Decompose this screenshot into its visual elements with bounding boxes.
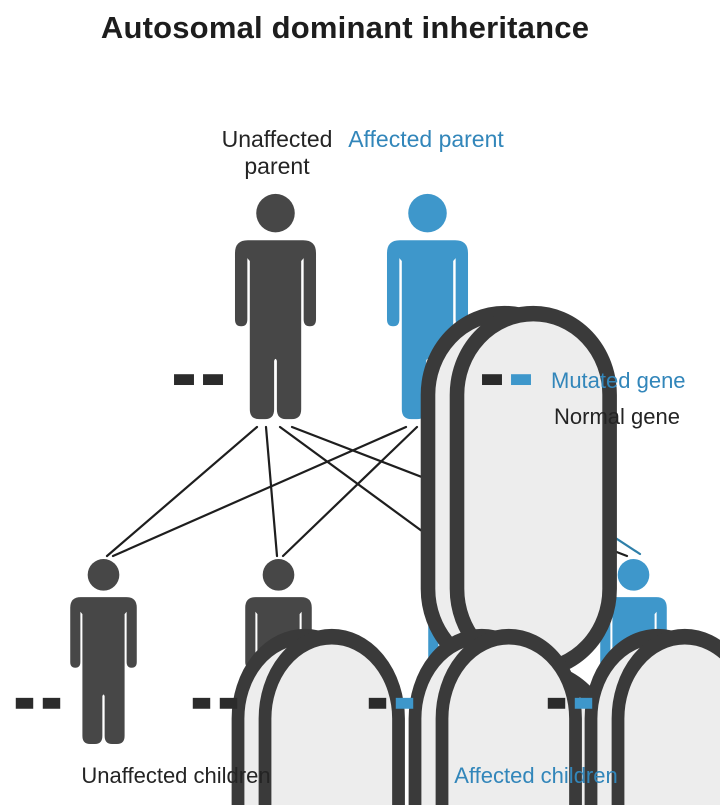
normal-gene-band [15, 697, 34, 709]
chromosome-icon [368, 637, 720, 805]
chromosome-icon [574, 697, 593, 709]
chromosome-pairs [15, 314, 720, 805]
unaffected-parent-chromosome-pair [174, 314, 610, 805]
unaffected-child-1-chromosome-pair [15, 637, 399, 805]
normal-gene-band [203, 374, 223, 386]
inheritance-line-affected-parent-to-unaffected-child-1 [111, 425, 408, 558]
normal-gene-band [174, 374, 194, 386]
affected-child-1-chromosome-pair [368, 637, 720, 805]
chromosome-icon [482, 374, 502, 386]
chromosome-icon [395, 637, 720, 805]
chromosome-icon [203, 314, 610, 805]
chromosome-icon [174, 314, 581, 805]
mutated-gene-label: Mutated gene [551, 368, 686, 393]
unaffected-child-2-chromosome-pair [192, 637, 576, 805]
chromosome-icon [42, 637, 399, 805]
normal-gene-band [482, 374, 502, 386]
unaffected-parent-label: Unaffected parent [221, 126, 333, 179]
normal-gene-band [368, 697, 387, 709]
normal-gene-band [192, 697, 211, 709]
normal-gene-band [547, 697, 566, 709]
affected-children-label: Affected children [454, 763, 618, 788]
unaffected-parent-figure [234, 193, 317, 420]
inheritance-line-unaffected-parent-to-affected-child-1 [278, 425, 458, 558]
chromosome-icon [15, 637, 372, 805]
unaffected-child-1-figure [70, 559, 137, 744]
chromosome-icon [511, 374, 531, 386]
normal-gene-label: Normal gene [554, 404, 680, 429]
mutated-gene-band [574, 697, 593, 709]
normal-gene-band [219, 697, 238, 709]
diagram-title: Autosomal dominant inheritance [100, 10, 590, 45]
affected-parent-chromosome-pair [482, 374, 531, 386]
inheritance-line-unaffected-parent-to-unaffected-child-1 [105, 425, 259, 558]
affected-child-2-chromosome-pair [547, 697, 593, 709]
affected-parent-label: Affected parent [348, 126, 504, 152]
inheritance-line-unaffected-parent-to-unaffected-child-2 [264, 425, 279, 558]
unaffected-children-label: Unaffected children [81, 763, 271, 788]
chromosome-icon [547, 697, 566, 709]
normal-gene-band [42, 697, 61, 709]
chromosome-icon [192, 637, 549, 805]
mutated-gene-band [395, 697, 414, 709]
chromosome-icon [219, 637, 576, 805]
mutated-gene-band [511, 374, 531, 386]
inheritance-line-affected-parent-to-unaffected-child-2 [281, 425, 419, 558]
